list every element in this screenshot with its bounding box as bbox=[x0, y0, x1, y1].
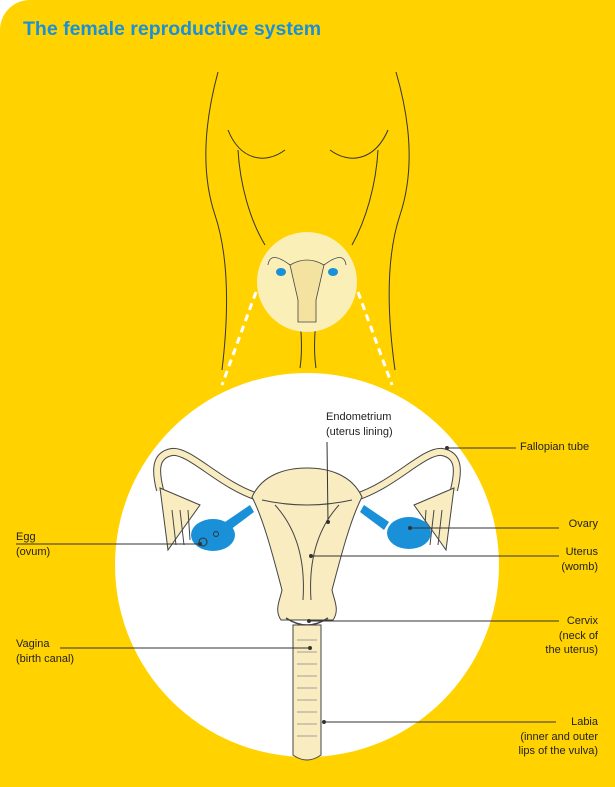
uterus-illustration bbox=[153, 448, 461, 761]
label-line: (womb) bbox=[561, 560, 598, 573]
label-line: (uterus lining) bbox=[326, 425, 393, 438]
body-outline bbox=[205, 71, 410, 371]
label-line: Endometrium bbox=[326, 411, 392, 423]
label-ovary: Ovary bbox=[569, 517, 598, 532]
label-line: Fallopian tube bbox=[520, 441, 590, 453]
label-line: Egg bbox=[16, 531, 36, 543]
zoom-lines bbox=[220, 291, 394, 386]
small-inset bbox=[257, 232, 357, 332]
label-line: Ovary bbox=[568, 518, 598, 530]
label-line: (inner and outer bbox=[520, 730, 598, 743]
label-cervix: Cervix (neck of the uterus) bbox=[545, 614, 598, 658]
left-ovary bbox=[191, 519, 235, 551]
leader-lines bbox=[16, 441, 559, 724]
diagram-title: The female reproductive system bbox=[23, 18, 322, 40]
label-line: lips of the vulva) bbox=[518, 745, 598, 757]
label-uterus: Uterus (womb) bbox=[561, 545, 598, 574]
label-egg: Egg (ovum) bbox=[16, 530, 50, 559]
label-vagina: Vagina (birth canal) bbox=[16, 637, 74, 666]
label-line: Vagina bbox=[16, 638, 50, 650]
right-ovary bbox=[387, 517, 431, 549]
label-line: the uterus) bbox=[545, 644, 598, 656]
label-line: (neck of bbox=[558, 629, 598, 642]
label-line: Cervix bbox=[566, 615, 598, 627]
label-line: (birth canal) bbox=[16, 652, 75, 665]
label-line: (ovum) bbox=[16, 545, 51, 558]
label-labia: Labia (inner and outer lips of the vulva… bbox=[519, 715, 598, 759]
label-line: Labia bbox=[571, 716, 598, 728]
label-line: Uterus bbox=[565, 546, 598, 558]
label-fallopian-tube: Fallopian tube bbox=[520, 440, 589, 455]
label-endometrium: Endometrium (uterus lining) bbox=[326, 410, 393, 439]
